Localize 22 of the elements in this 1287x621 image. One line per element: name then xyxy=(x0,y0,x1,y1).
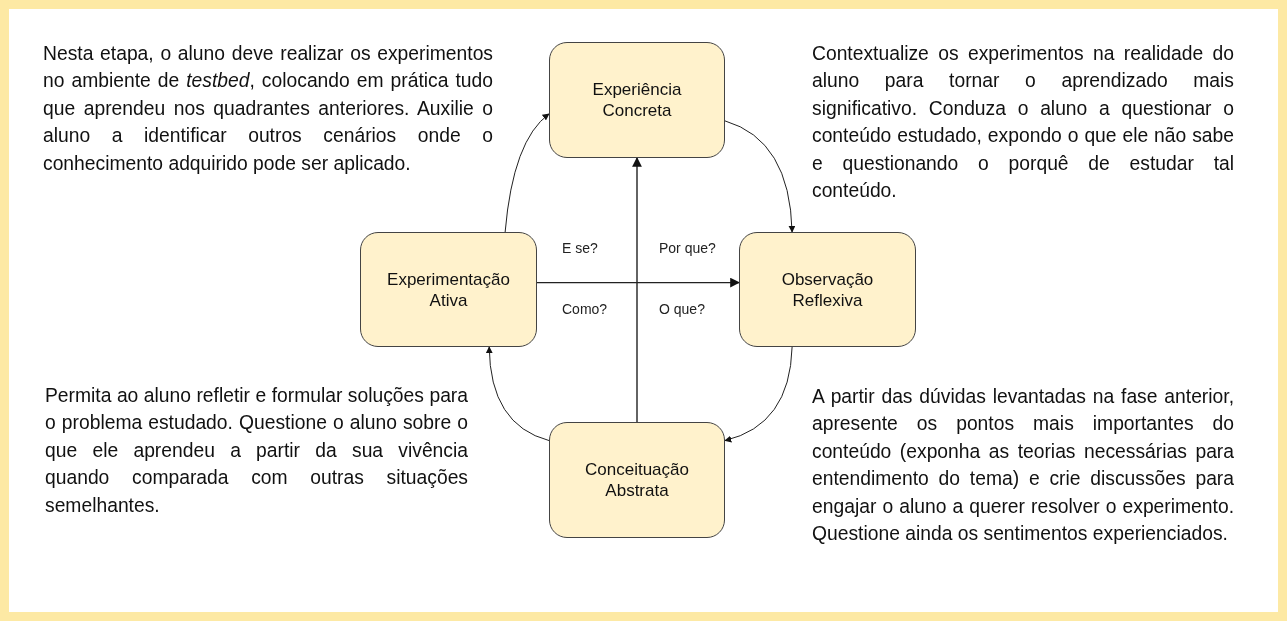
guidance-paragraph: Nesta etapa, o aluno deve realizar os experimentos no ambiente de testbed, colocando em prática tudo que aprendeu nos quadrantes anteriores. Auxilie o aluno a identificar outros cenários onde o conhecimento adquirido pode ser aplicado. xyxy=(43,42,493,176)
arrow xyxy=(486,346,550,442)
guidance-paragraph: Permita ao aluno refletir e formular soluções para o problema estudado. Questione o aluno sobre o que ele aprendeu a partir da sua vivência quando comparada com outras situações semelhantes. xyxy=(45,384,468,518)
stage-box xyxy=(739,232,916,347)
guidance-paragraph: A partir das dúvidas levantadas na fase anterior, apresente os pontos mais importantes do conteúdo (exponha as teorias necessárias para entendimento do tema) e crie discussões para engajar o aluno a querer resolver o experimento. Questione ainda os sentimentos experienciados. xyxy=(812,385,1234,547)
quadrant-question: Por que? xyxy=(659,240,716,256)
arrow xyxy=(724,120,796,233)
arrow xyxy=(504,113,550,233)
quadrant-question: E se? xyxy=(562,240,598,256)
guidance-paragraph: Contextualize os experimentos na realidade do aluno para tornar o aprendizado mais significativo. Conduza o aluno a questionar o conteúdo estudado, expondo o que ele não sabe e questionando o porquê de estudar tal conteúdo. xyxy=(812,42,1234,204)
stage-box xyxy=(549,42,725,158)
stage-label: Observação Reflexiva xyxy=(780,268,875,311)
quadrant-question: Como? xyxy=(562,301,608,317)
stage-box xyxy=(360,232,537,347)
stage-box xyxy=(549,422,725,538)
quadrant-question: O que? xyxy=(659,301,705,317)
arrow xyxy=(536,277,740,288)
stage-label: Experiência Concreta xyxy=(591,79,683,121)
arrow xyxy=(724,346,793,443)
stage-label: Experimentação Ativa xyxy=(386,268,511,311)
stage-label: Conceituação Abstrata xyxy=(584,459,690,501)
arrow xyxy=(632,157,642,423)
